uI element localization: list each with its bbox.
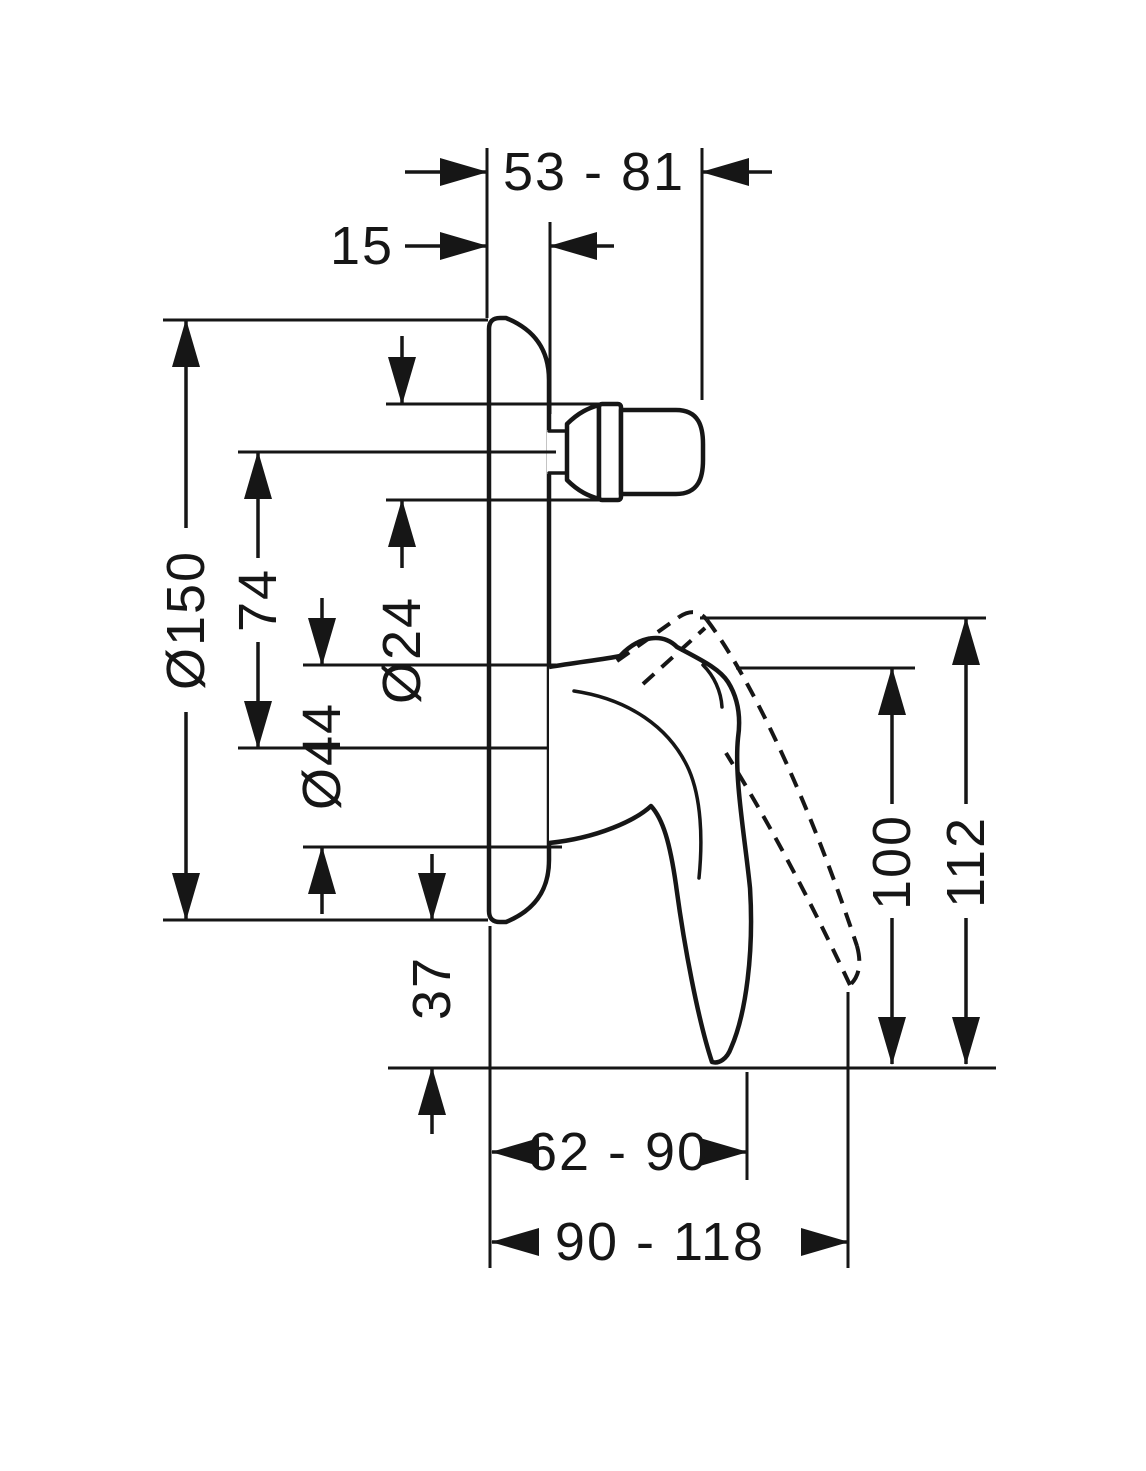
dimension-handle-hub-diameter: Ø44 xyxy=(292,598,352,914)
dim-label-depth-range-top: 53 - 81 xyxy=(503,142,685,202)
mixer-fixture xyxy=(486,315,862,1065)
dashed-lever-neck-top xyxy=(615,615,681,663)
dim-label-height-handle: 100 xyxy=(862,814,922,910)
dimension-height-handle: 100 xyxy=(862,667,922,1065)
dim-label-below-plate-offset: 37 xyxy=(402,956,462,1020)
knob-flare xyxy=(564,402,602,502)
dim-label-reach-range-max: 90 - 118 xyxy=(555,1212,765,1272)
dimension-reach-range-max: 90 - 118 xyxy=(491,1212,849,1272)
dimension-centers-distance: 74 xyxy=(228,451,288,749)
knob-flange xyxy=(596,401,624,503)
dashed-lever-neck-bottom xyxy=(641,626,707,686)
dimension-height-lever: 112 xyxy=(936,617,996,1065)
dim-label-plate-thickness: 15 xyxy=(330,216,394,276)
dimension-plate-thickness: 15 xyxy=(330,216,614,276)
dim-label-height-lever: 112 xyxy=(936,816,996,908)
lever-handle-solid xyxy=(548,635,754,1065)
dimension-knob-diameter: Ø24 xyxy=(372,336,432,704)
dimension-reach-range: 62 - 90 xyxy=(491,1122,748,1182)
dimension-depth-range-top: 53 - 81 xyxy=(405,142,772,202)
dimension-plate-diameter: Ø150 xyxy=(156,319,216,921)
handle-pivot-contour xyxy=(701,663,724,709)
knob-body xyxy=(618,407,706,497)
dim-label-handle-hub-diameter: Ø44 xyxy=(292,702,352,810)
escutcheon-plate xyxy=(486,315,552,925)
dim-label-centers-distance: 74 xyxy=(228,568,288,632)
handle-inner-contour xyxy=(572,689,703,880)
dashed-lever-inner-edge xyxy=(724,751,852,986)
dashed-lever-outer-edge xyxy=(705,618,859,947)
dimension-below-plate-offset: 37 xyxy=(402,854,462,1134)
dim-label-plate-diameter: Ø150 xyxy=(156,550,216,690)
knob-stem-underlay xyxy=(547,430,569,474)
dim-label-reach-range: 62 - 90 xyxy=(527,1122,709,1182)
dashed-lever-tip xyxy=(848,945,862,987)
dim-label-knob-diameter: Ø24 xyxy=(372,596,432,704)
